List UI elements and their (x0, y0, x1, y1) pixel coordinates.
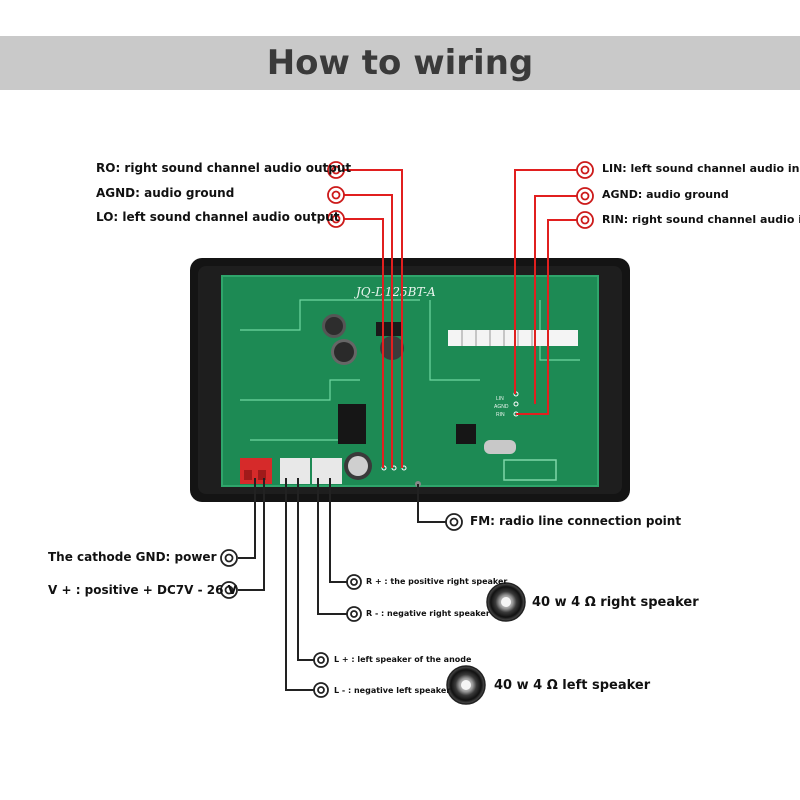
connection-point-icon (576, 187, 594, 205)
pcb-mark-agnd: AGND (494, 404, 509, 410)
label-lin: LIN: left sound channel audio input (602, 162, 800, 175)
label-left-speaker: 40 w 4 Ω left speaker (494, 678, 651, 693)
connection-point-icon (327, 161, 345, 179)
label-r-plus: R + : the positive right speaker (366, 577, 508, 586)
board-model-label: JQ-D125BT-A (353, 285, 436, 299)
label-vplus: V + : positive + DC7V - 26 V (48, 583, 237, 597)
antenna-trace (503, 459, 557, 481)
label-l-plus: L + : left speaker of the anode (334, 655, 472, 664)
ic-chip (338, 404, 366, 444)
display-connector (448, 330, 578, 346)
page-title: How to wiring (266, 43, 534, 83)
connection-point-icon (346, 574, 362, 590)
connection-point-icon (576, 211, 594, 229)
connection-point-icon (576, 161, 594, 179)
right-speaker-connector (312, 458, 342, 484)
connection-point-icon (327, 186, 345, 204)
label-gnd: The cathode GND: power (48, 550, 217, 564)
label-rin: RIN: right sound channel audio input (602, 213, 800, 226)
pcb-mark-lin: LIN (496, 396, 504, 402)
pcb-board (222, 276, 598, 486)
connection-point-icon (220, 581, 238, 599)
title-bar: How to wiring (0, 36, 800, 90)
connection-point-icon (313, 652, 329, 668)
connection-point-icon (327, 210, 345, 228)
speaker-icon (446, 665, 486, 705)
connection-point-icon (220, 549, 238, 567)
label-right-speaker: 40 w 4 Ω right speaker (532, 595, 699, 610)
connection-point-icon (313, 682, 329, 698)
crystal (484, 440, 516, 454)
label-ro: RO: right sound channel audio output (96, 161, 352, 175)
label-agnd-output: AGND: audio ground (96, 186, 235, 200)
connection-point-icon (445, 513, 463, 531)
speaker-icon (486, 582, 526, 622)
ic-chip (376, 322, 402, 336)
ic-chip (456, 424, 476, 444)
label-r-minus: R - : negative right speaker (366, 609, 490, 618)
label-lo: LO: left sound channel audio output (96, 210, 340, 224)
label-agnd-input: AGND: audio ground (602, 188, 729, 201)
connection-point-icon (346, 606, 362, 622)
label-l-minus: L - : negative left speaker (334, 686, 451, 695)
label-fm: FM: radio line connection point (470, 514, 682, 528)
left-speaker-connector (280, 458, 310, 484)
pcb-mark-rin: RIN (496, 412, 505, 418)
